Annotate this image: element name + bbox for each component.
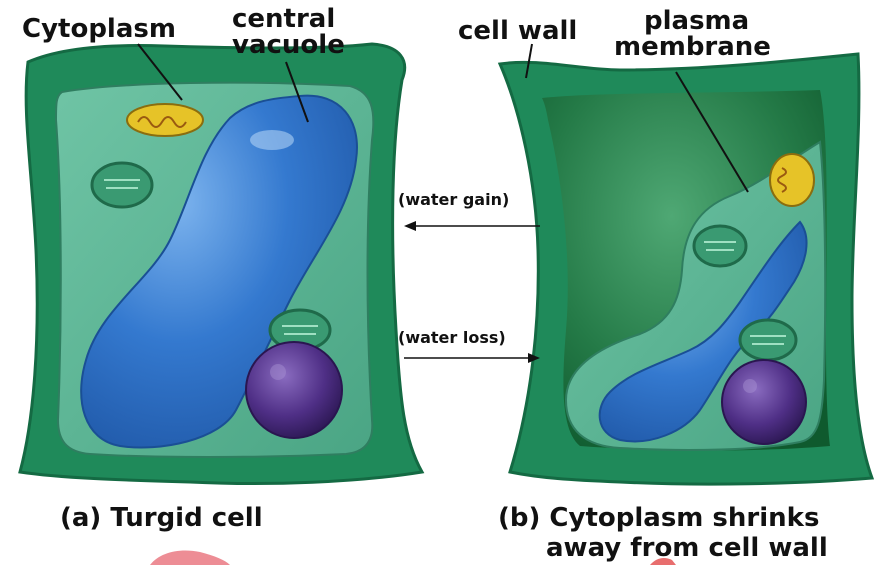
label-central-vacuole-line1: central <box>232 6 335 32</box>
chloroplast-b-2 <box>740 320 796 360</box>
nucleus-a <box>246 342 342 438</box>
label-cytoplasm: Cytoplasm <box>22 16 176 42</box>
caption-plasmolysed-line1: (b) Cytoplasm shrinks <box>498 504 819 533</box>
caption-plasmolysed-line2: away from cell wall <box>546 534 828 563</box>
nucleus-highlight-b <box>743 379 757 393</box>
chloroplast-b-1 <box>694 226 746 266</box>
chloroplast-a-1 <box>92 163 152 207</box>
plasmolysed-cell <box>500 44 872 484</box>
label-cell-wall: cell wall <box>458 18 577 44</box>
label-water-gain: (water gain) <box>398 192 509 208</box>
mitochondrion-b <box>770 154 814 206</box>
label-plasma-membrane-line1: plasma <box>644 8 749 34</box>
label-central-vacuole-line2: vacuole <box>232 32 345 58</box>
bottom-fragment-left <box>150 551 230 565</box>
label-water-loss: (water loss) <box>398 330 506 346</box>
water-gain-arrow <box>404 221 540 231</box>
caption-turgid-cell: (a) Turgid cell <box>60 504 263 533</box>
vacuole-highlight-a <box>250 130 294 150</box>
mitochondrion-a <box>127 104 203 136</box>
nucleus-b <box>722 360 806 444</box>
nucleus-highlight-a <box>270 364 286 380</box>
turgid-cell <box>20 44 422 484</box>
water-loss-arrow <box>404 353 540 363</box>
label-plasma-membrane-line2: membrane <box>614 34 771 60</box>
